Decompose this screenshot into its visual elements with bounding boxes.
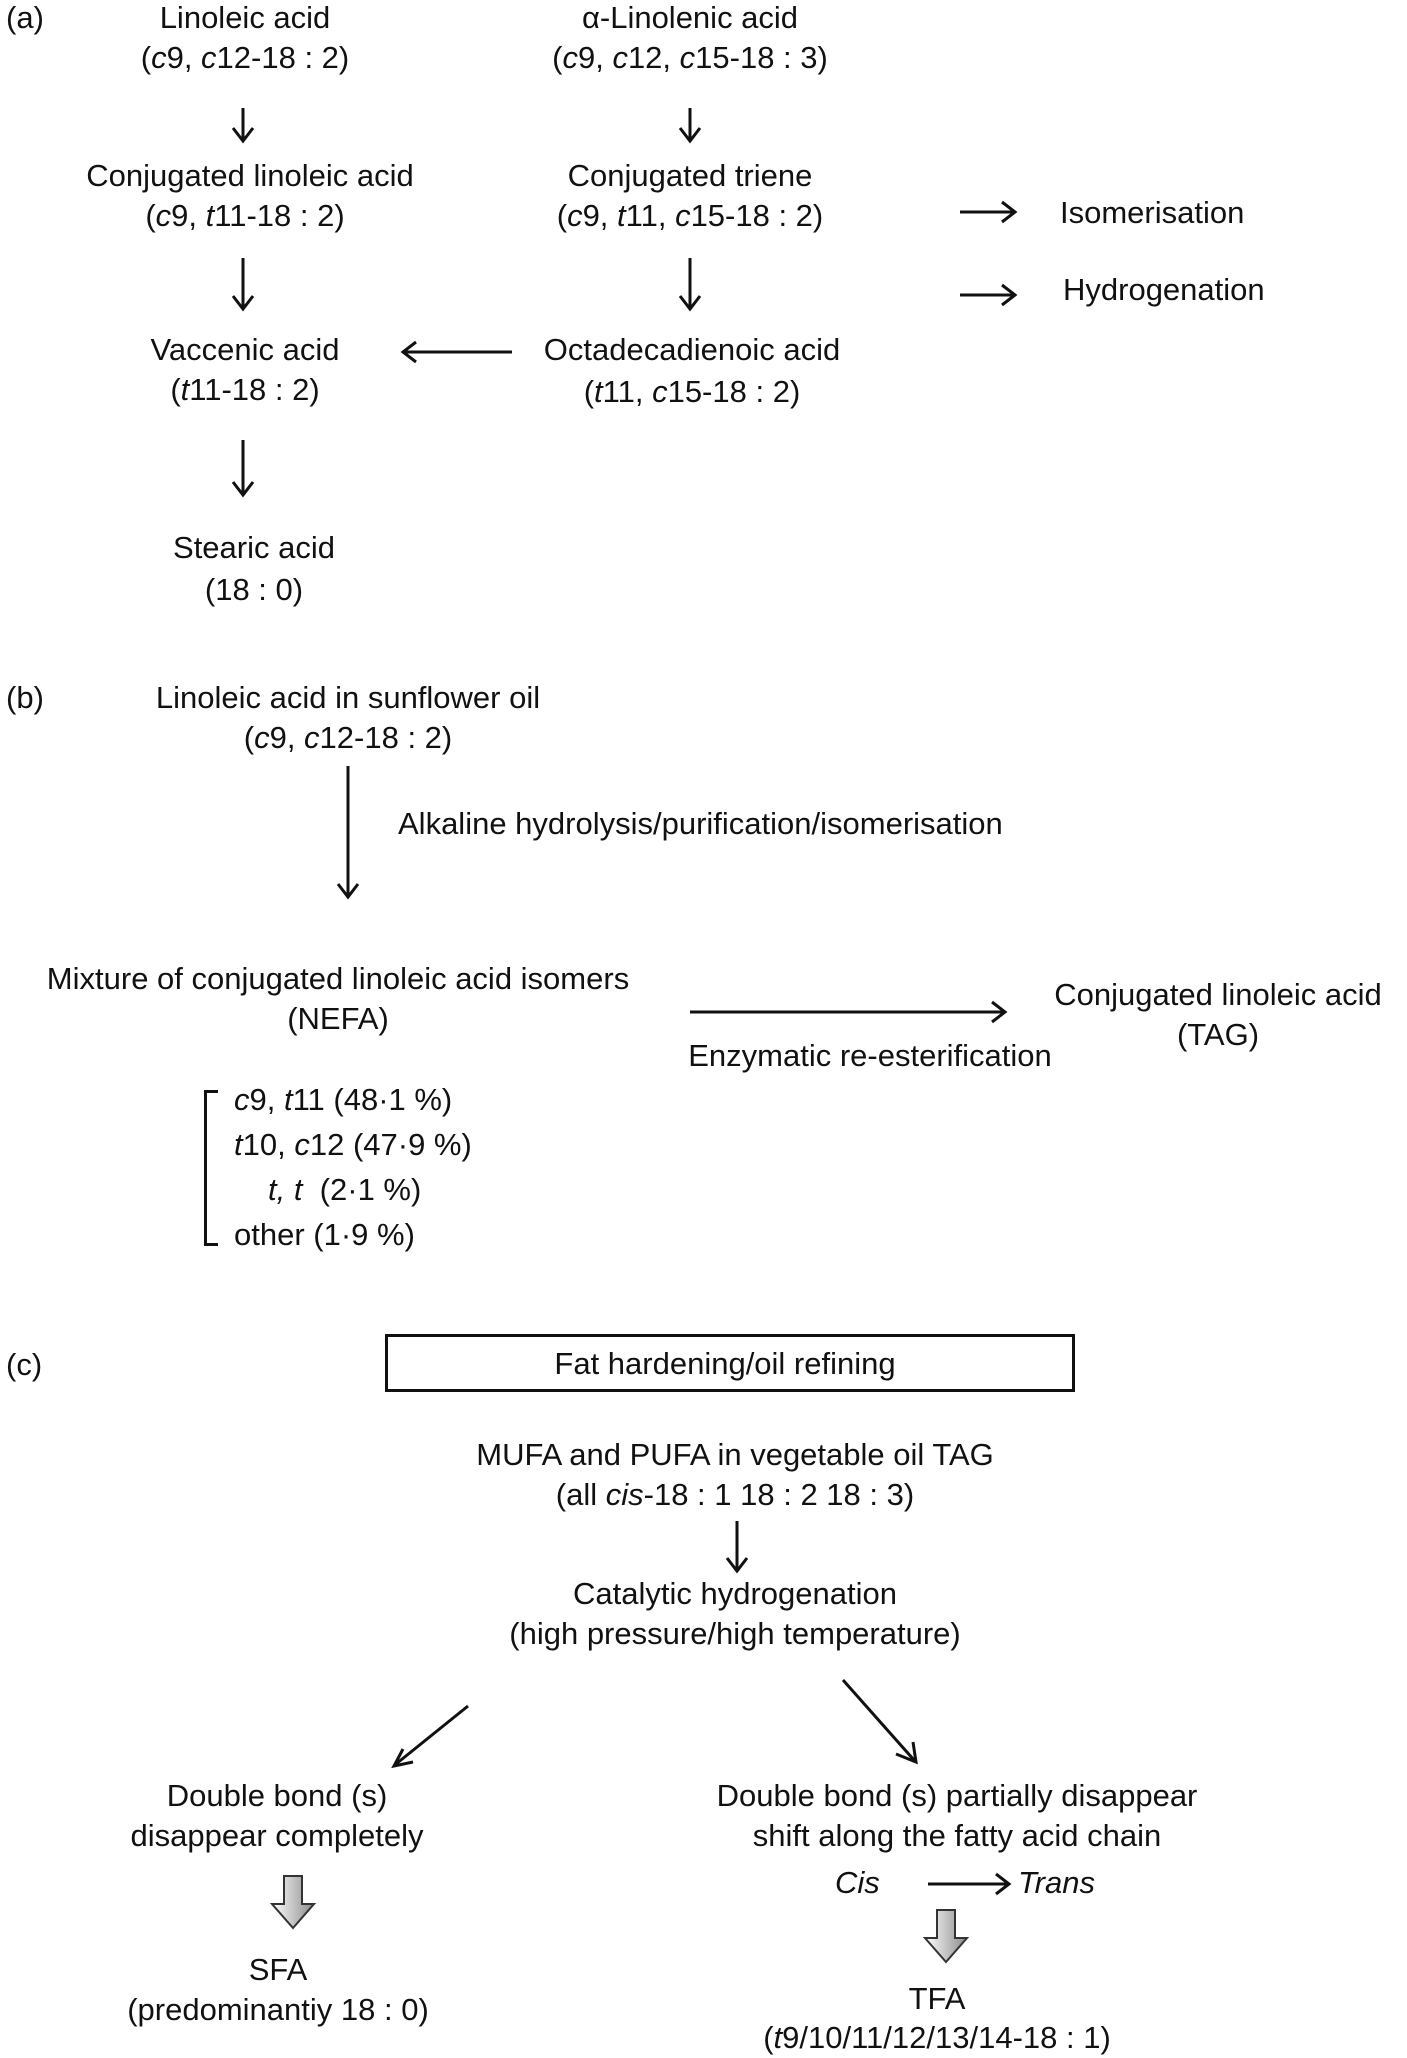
isomer-bracket: [204, 1090, 218, 1246]
panel-b-label: (b): [6, 680, 44, 715]
fat-hardening-label: Fat hardening/oil refining: [554, 1346, 896, 1381]
mufa-pufa-formula: (all cis-18 : 1 18 : 2 18 : 3): [555, 1477, 915, 1512]
octadecadienoic-acid-formula: (t11, c15-18 : 2): [583, 374, 801, 409]
cla-mixture-sub: (NEFA): [287, 1001, 389, 1036]
arrow-linolenic-to-triene: [678, 108, 702, 144]
sunflower-linoleic-name: Linoleic acid in sunflower oil: [155, 680, 541, 715]
complete-disappear-line2: disappear completely: [130, 1818, 424, 1853]
arrow-octadecadienoic-to-vaccenic: [400, 340, 512, 364]
arrow-reesterification: [690, 1000, 1008, 1024]
arrow-hydrogenation-to-left: [391, 1704, 469, 1769]
legend-isomerisation-arrow: [960, 200, 1018, 224]
tfa-label: TFA: [908, 1981, 966, 2016]
isomer-row-2: t10, c12 (47·9 %): [234, 1127, 472, 1162]
stearic-acid-name: Stearic acid: [173, 530, 335, 565]
stearic-acid-formula: (18 : 0): [204, 572, 304, 607]
cla-mixture-name: Mixture of conjugated linoleic acid isom…: [46, 961, 630, 996]
octadecadienoic-acid-name: Octadecadienoic acid: [543, 332, 841, 367]
sunflower-linoleic-formula: (c9, c12-18 : 2): [243, 720, 453, 755]
complete-disappear-line1: Double bond (s): [166, 1778, 388, 1813]
block-arrow-to-tfa: [922, 1909, 970, 1964]
alpha-linolenic-acid-name: α-Linolenic acid: [581, 0, 799, 35]
tfa-sub: (t9/10/11/12/13/14-18 : 1): [763, 2020, 1111, 2055]
hydrolysis-process-label: Alkaline hydrolysis/purification/isomeri…: [398, 806, 1003, 841]
arrow-triene-to-octadecadienoic: [678, 258, 702, 312]
catalytic-hydrogenation-label: Catalytic hydrogenation: [573, 1576, 897, 1611]
cla-formula: (c9, t11-18 : 2): [145, 198, 345, 233]
trans-label: Trans: [1018, 1865, 1095, 1900]
mufa-pufa-name: MUFA and PUFA in vegetable oil TAG: [476, 1437, 994, 1472]
linoleic-acid-name: Linoleic acid: [159, 0, 331, 35]
partial-disappear-line2: shift along the fatty acid chain: [752, 1818, 1162, 1853]
cla-name: Conjugated linoleic acid: [86, 158, 414, 193]
alpha-linolenic-acid-formula: (c9, c12, c15-18 : 3): [552, 40, 828, 75]
vaccenic-acid-name: Vaccenic acid: [150, 332, 340, 367]
cla-tag-sub: (TAG): [1176, 1017, 1260, 1052]
legend-hydrogenation-label: Hydrogenation: [1063, 272, 1265, 307]
arrow-sunflower-to-mixture: [336, 766, 360, 900]
linoleic-acid-formula: (c9, c12-18 : 2): [140, 40, 350, 75]
arrow-mufa-to-hydrogenation: [725, 1521, 749, 1574]
isomer-row-3: t, t (2·1 %): [268, 1172, 422, 1207]
legend-hydrogenation-arrow: [960, 283, 1018, 307]
arrow-linoleic-to-cla: [231, 108, 255, 144]
arrow-cla-to-vaccenic: [231, 258, 255, 312]
block-arrow-to-sfa: [269, 1875, 317, 1930]
panel-c-label: (c): [6, 1347, 43, 1382]
reesterification-label: Enzymatic re-esterification: [688, 1038, 1052, 1073]
arrow-hydrogenation-to-right: [841, 1679, 918, 1765]
cla-tag-name: Conjugated linoleic acid: [1054, 977, 1382, 1012]
isomer-row-1: c9, t11 (48·1 %): [234, 1082, 453, 1117]
isomer-row-4: other (1·9 %): [234, 1217, 415, 1252]
vaccenic-acid-formula: (t11-18 : 2): [170, 372, 320, 407]
partial-disappear-line1: Double bond (s) partially disappear: [716, 1778, 1198, 1813]
arrow-cis-to-trans: [928, 1872, 1012, 1896]
fat-hardening-box: [385, 1334, 1075, 1392]
legend-isomerisation-label: Isomerisation: [1060, 195, 1245, 230]
conjugated-triene-formula: (c9, t11, c15-18 : 2): [556, 198, 824, 233]
panel-a-label: (a): [6, 0, 44, 35]
arrow-vaccenic-to-stearic: [231, 440, 255, 498]
conjugated-triene-name: Conjugated triene: [567, 158, 813, 193]
sfa-label: SFA: [248, 1952, 308, 1987]
hydrogenation-conditions-label: (high pressure/high temperature): [509, 1616, 961, 1651]
sfa-sub: (predominantiy 18 : 0): [127, 1992, 429, 2027]
cis-label: Cis: [835, 1865, 880, 1900]
